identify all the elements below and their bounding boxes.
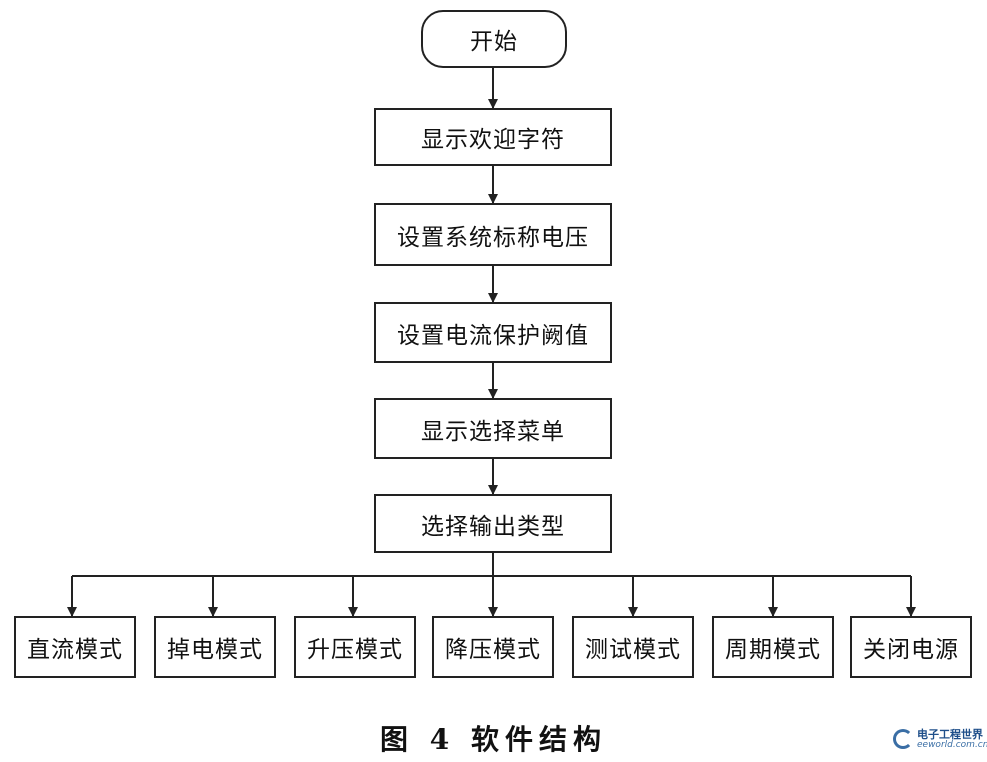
mode-buck: 降压模式 (432, 616, 554, 678)
step-set-current-threshold: 设置电流保护阙值 (374, 302, 612, 363)
step-show-menu: 显示选择菜单 (374, 398, 612, 459)
watermark-url: eeworld.com.cn (917, 740, 987, 750)
step-select-output-type: 选择输出类型 (374, 494, 612, 553)
mode-dc: 直流模式 (14, 616, 136, 678)
mode-test: 测试模式 (572, 616, 694, 678)
mode-shutdown: 关闭电源 (850, 616, 972, 678)
eeworld-logo-icon (893, 729, 913, 749)
watermark-text: 电子工程世界 (917, 728, 983, 741)
mode-boost: 升压模式 (294, 616, 416, 678)
mode-periodic: 周期模式 (712, 616, 834, 678)
watermark-logo: 电子工程世界 eeworld.com.cn (893, 726, 987, 756)
mode-power-off: 掉电模式 (154, 616, 276, 678)
start-node: 开始 (421, 10, 567, 68)
figure-caption: 图 4 软件结构 (380, 723, 607, 756)
step-show-welcome: 显示欢迎字符 (374, 108, 612, 166)
step-set-rated-voltage: 设置系统标称电压 (374, 203, 612, 266)
